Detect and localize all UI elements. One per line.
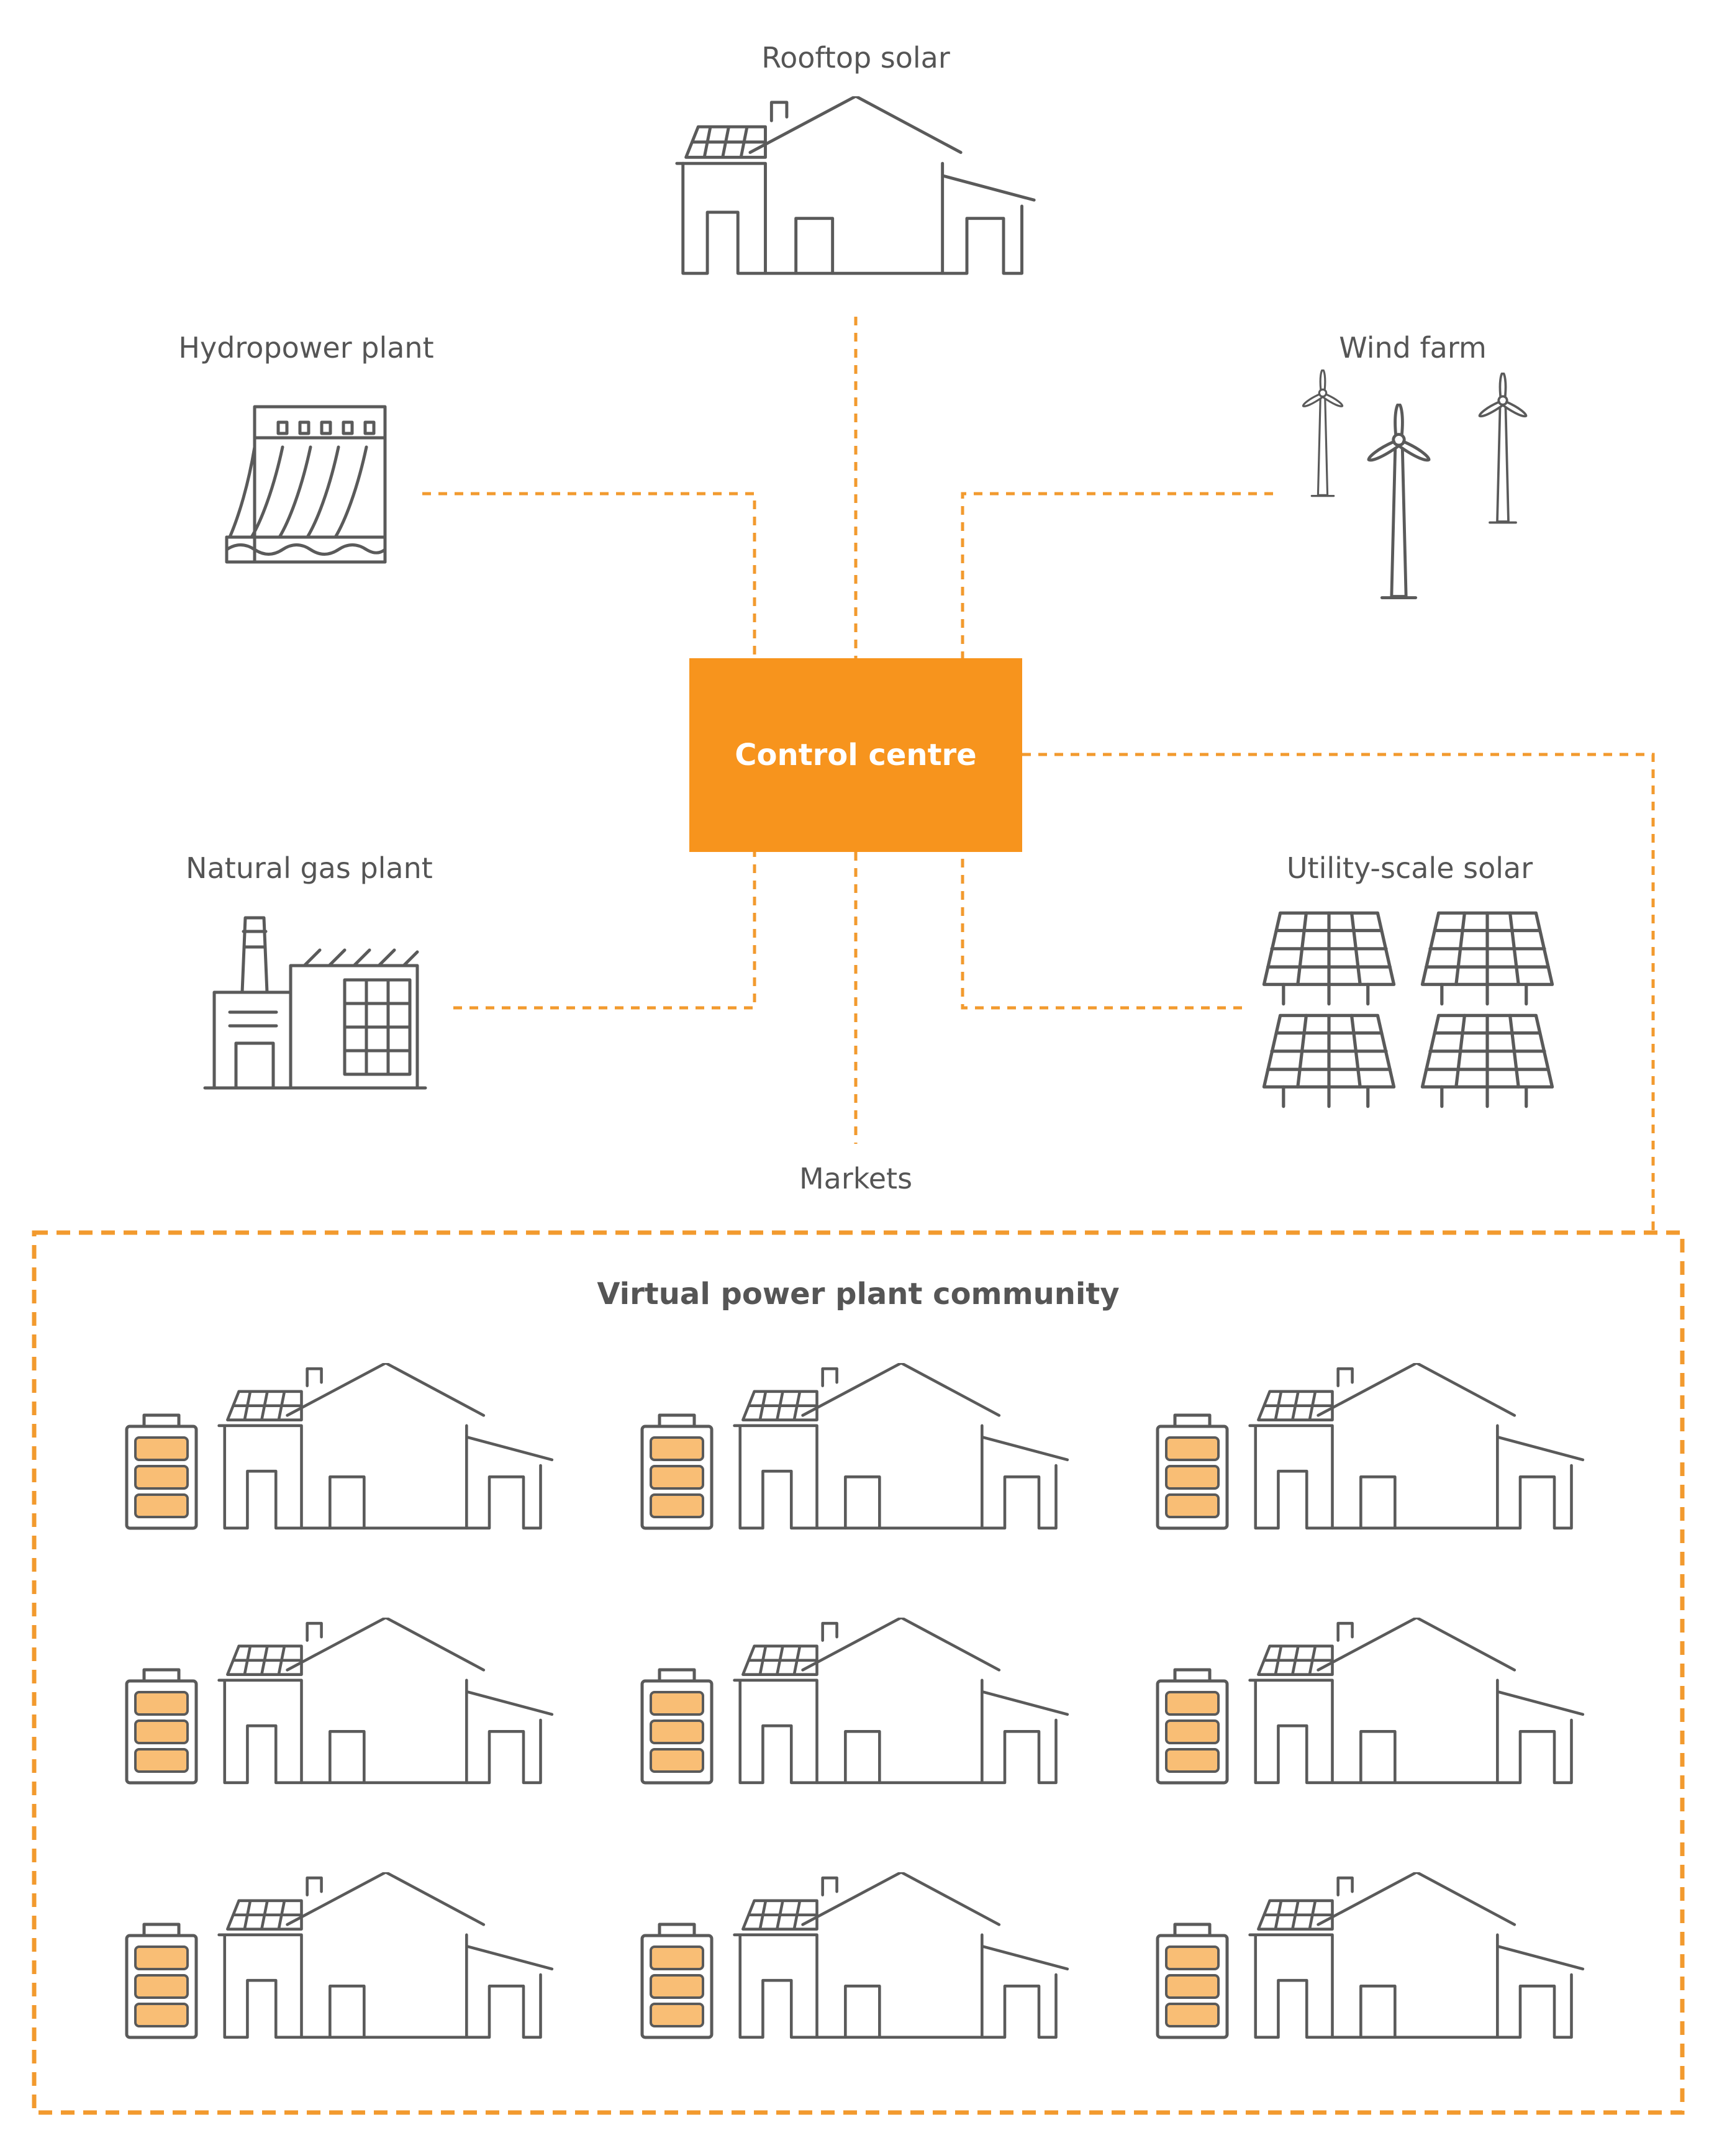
wind-farm-label: Wind farm <box>1339 331 1487 365</box>
house-with-solar-icon <box>735 1872 1068 2037</box>
control-centre-box <box>689 658 1022 852</box>
community-grid <box>127 1363 1583 2037</box>
connector-natural-gas <box>453 852 756 1010</box>
rooftop-solar-house-icon <box>677 96 1034 273</box>
natural-gas-label: Natural gas plant <box>186 851 433 885</box>
battery-icon <box>1158 1924 1227 2037</box>
wind-turbine-icon <box>1303 369 1526 598</box>
community-home <box>127 1363 552 1528</box>
utility-solar-label: Utility-scale solar <box>1286 851 1533 885</box>
battery-icon <box>1158 1415 1227 1528</box>
community-home <box>1158 1618 1583 1783</box>
house-with-solar-icon <box>219 1618 552 1783</box>
community-home <box>1158 1872 1583 2037</box>
rooftop-solar-label: Rooftop solar <box>761 41 950 75</box>
battery-icon <box>127 1670 196 1783</box>
community-home <box>642 1363 1068 1528</box>
dam-icon <box>225 405 387 564</box>
house-with-solar-icon <box>219 1363 552 1528</box>
battery-icon <box>1158 1670 1227 1783</box>
community-boundary <box>32 1230 1685 2115</box>
connector-utility-solar <box>961 852 1242 1010</box>
house-with-solar-icon <box>1250 1363 1583 1528</box>
factory-icon <box>203 916 427 1090</box>
house-with-solar-icon <box>735 1618 1068 1783</box>
control-centre-label: Control centre <box>735 738 977 772</box>
connector-hydropower <box>422 492 756 658</box>
connector-lines <box>422 317 1655 1233</box>
markets-label: Markets <box>799 1162 913 1195</box>
community-home <box>1158 1363 1583 1528</box>
house-with-solar-icon <box>735 1363 1068 1528</box>
hydropower-label: Hydropower plant <box>178 331 434 365</box>
community-home <box>127 1872 552 2037</box>
connector-wind-farm <box>961 492 1273 658</box>
battery-icon <box>127 1924 196 2037</box>
battery-icon <box>642 1670 712 1783</box>
community-title: Virtual power plant community <box>597 1277 1120 1311</box>
community-home <box>642 1872 1068 2037</box>
solar-array-icon <box>1264 913 1552 1106</box>
house-with-solar-icon <box>219 1872 552 2037</box>
community-home <box>127 1618 552 1783</box>
house-with-solar-icon <box>1250 1872 1583 2037</box>
battery-icon <box>642 1924 712 2037</box>
house-with-solar-icon <box>1250 1618 1583 1783</box>
community-home <box>642 1618 1068 1783</box>
battery-icon <box>127 1415 196 1528</box>
connector-community <box>1022 753 1655 1233</box>
battery-icon <box>642 1415 712 1528</box>
